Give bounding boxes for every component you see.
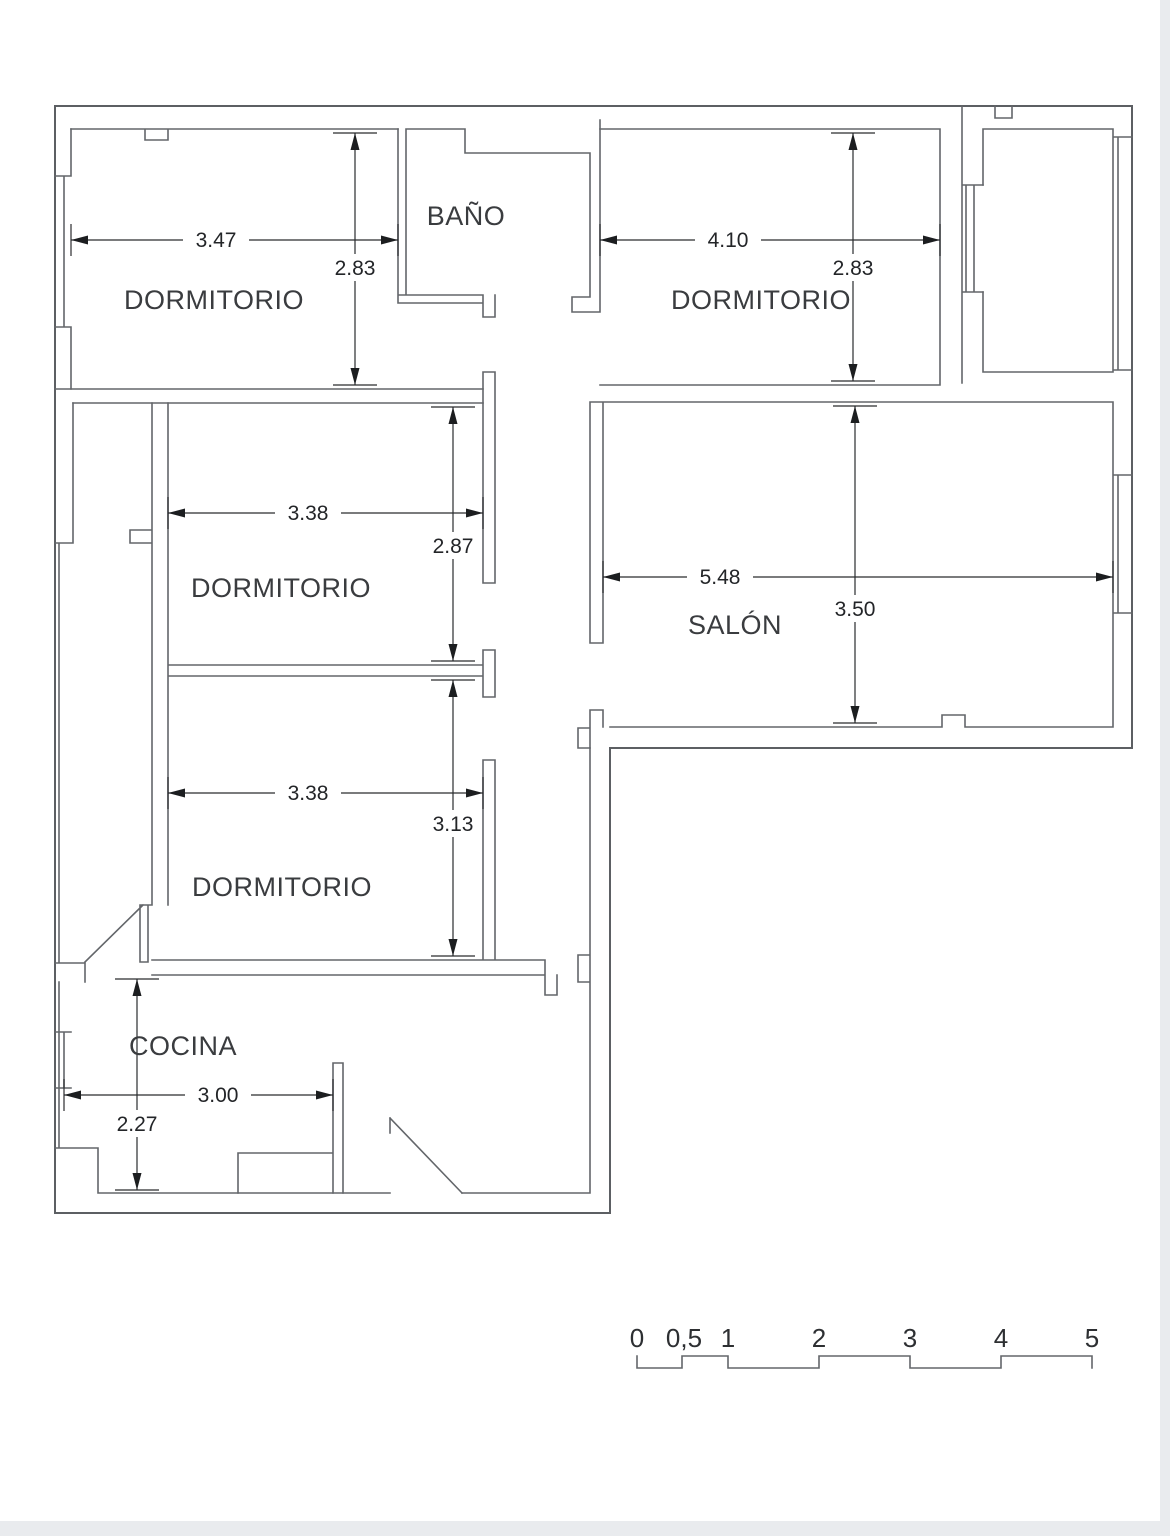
dim-arrow-dorm-tl-height-a xyxy=(350,133,360,150)
dim-arrow-dorm-tr-width-a xyxy=(600,235,617,245)
dim-arrow-salon-width-b xyxy=(1096,572,1113,582)
dim-arrow-dorm-mid-width-a xyxy=(168,508,185,518)
scale-label-0-5: 0,5 xyxy=(666,1323,702,1353)
scale-bar-line xyxy=(636,1355,1093,1369)
dimension-label-dorm-tl-height: 2.83 xyxy=(335,257,376,280)
dim-arrow-dorm-mid-height-a xyxy=(448,407,458,424)
dim-textbg-cocina-width xyxy=(185,1082,251,1108)
dim-arrow-dorm-bot-width-a xyxy=(168,788,185,798)
dim-textbg-cocina-height xyxy=(109,1110,165,1137)
dim-textbg-dorm-mid-width xyxy=(275,500,341,526)
dimension-label-dorm-tr-width: 4.10 xyxy=(708,229,749,252)
dimension-label-cocina-width: 3.00 xyxy=(198,1084,239,1107)
dim-arrow-dorm-bot-height-a xyxy=(448,680,458,697)
scale-label-1: 1 xyxy=(721,1323,735,1353)
dim-arrow-dorm-bot-height-b xyxy=(448,939,458,956)
scale-label-4: 4 xyxy=(994,1323,1008,1353)
dorm-top-left-walls xyxy=(70,128,399,141)
scale-label-5: 5 xyxy=(1085,1323,1099,1353)
dimension-label-salon-height: 3.50 xyxy=(835,598,876,621)
dim-arrow-dorm-tl-width-a xyxy=(71,235,88,245)
dimension-label-dorm-bot-height: 3.13 xyxy=(433,813,474,836)
band-wall xyxy=(54,388,484,404)
dimension-label-dorm-mid-height: 2.87 xyxy=(433,535,474,558)
room-label-salon: SALÓN xyxy=(688,609,782,640)
dim-arrow-salon-height-a xyxy=(850,406,860,423)
dim-textbg-dorm-mid-height xyxy=(425,532,481,559)
dimension-label-dorm-mid-width: 3.38 xyxy=(288,502,329,525)
dim-textbg-dorm-tr-width xyxy=(695,227,761,253)
dim-arrow-cocina-height-b xyxy=(132,1173,142,1190)
salon-walls xyxy=(577,401,1133,749)
dorm-top-right-walls xyxy=(599,105,984,386)
room-label-bano: BAÑO xyxy=(427,200,506,231)
scale-label-2: 2 xyxy=(812,1323,826,1353)
room-label-dormitorio-bottom: DORMITORIO xyxy=(192,872,372,902)
dimension-lines-layer xyxy=(63,132,1114,1191)
scale-label-0: 0 xyxy=(630,1323,644,1353)
dim-arrow-cocina-width-b xyxy=(316,1090,333,1100)
kitchen-and-entry-walls xyxy=(237,1062,464,1195)
dimension-label-dorm-bot-width: 3.38 xyxy=(288,782,329,805)
dim-arrow-dorm-bot-width-b xyxy=(466,788,483,798)
room-label-dormitorio-top-right: DORMITORIO xyxy=(671,285,851,315)
dim-arrow-dorm-tr-height-b xyxy=(848,364,858,381)
dim-arrow-cocina-height-a xyxy=(132,979,142,996)
dim-arrow-dorm-tr-height-a xyxy=(848,133,858,150)
dim-textbg-dorm-bot-height xyxy=(425,810,481,837)
exterior-wall-details xyxy=(54,105,1013,1194)
exterior-wall-outline xyxy=(54,105,1133,1214)
dimension-label-dorm-tr-height: 2.83 xyxy=(833,257,874,280)
dim-arrow-dorm-mid-width-b xyxy=(466,508,483,518)
dimension-labels: 3.47 2.83 4.10 2.83 3.38 2.87 5.48 3.50 … xyxy=(117,229,876,1136)
dim-arrow-salon-height-b xyxy=(850,706,860,723)
dimension-label-salon-width: 5.48 xyxy=(700,566,741,589)
room-label-cocina: COCINA xyxy=(129,1031,237,1061)
dim-arrow-dorm-mid-height-b xyxy=(448,644,458,661)
dim-textbg-salon-width xyxy=(687,564,753,590)
dim-textbg-dorm-bot-width xyxy=(275,780,341,806)
dim-arrow-dorm-tl-width-b xyxy=(381,235,398,245)
dim-textbg-dorm-tl-width xyxy=(183,227,249,253)
dimension-label-dorm-tl-width: 3.47 xyxy=(196,229,237,252)
dim-arrow-salon-width-a xyxy=(603,572,620,582)
dim-arrow-dorm-tr-width-b xyxy=(923,235,940,245)
dim-textbg-salon-height xyxy=(827,595,883,622)
scale-label-3: 3 xyxy=(903,1323,917,1353)
room-labels: DORMITORIO BAÑO DORMITORIO SALÓN DORMITO… xyxy=(124,200,851,1061)
hall-and-bedroom-walls xyxy=(83,371,558,996)
scale-bar: 0 0,5 1 2 3 4 5 xyxy=(630,1323,1099,1369)
dimension-label-cocina-height: 2.27 xyxy=(117,1113,158,1136)
terrace-walls xyxy=(982,128,1133,373)
dim-arrow-cocina-width-a xyxy=(64,1090,81,1100)
room-label-dormitorio-top-left: DORMITORIO xyxy=(124,285,304,315)
dim-textbg-dorm-tr-height xyxy=(825,254,881,281)
dim-textbg-dorm-tl-height xyxy=(327,254,383,281)
dim-arrow-dorm-tl-height-b xyxy=(350,368,360,385)
walls-layer xyxy=(54,105,1133,1214)
bano-walls xyxy=(397,119,601,318)
room-label-dormitorio-middle: DORMITORIO xyxy=(191,573,371,603)
